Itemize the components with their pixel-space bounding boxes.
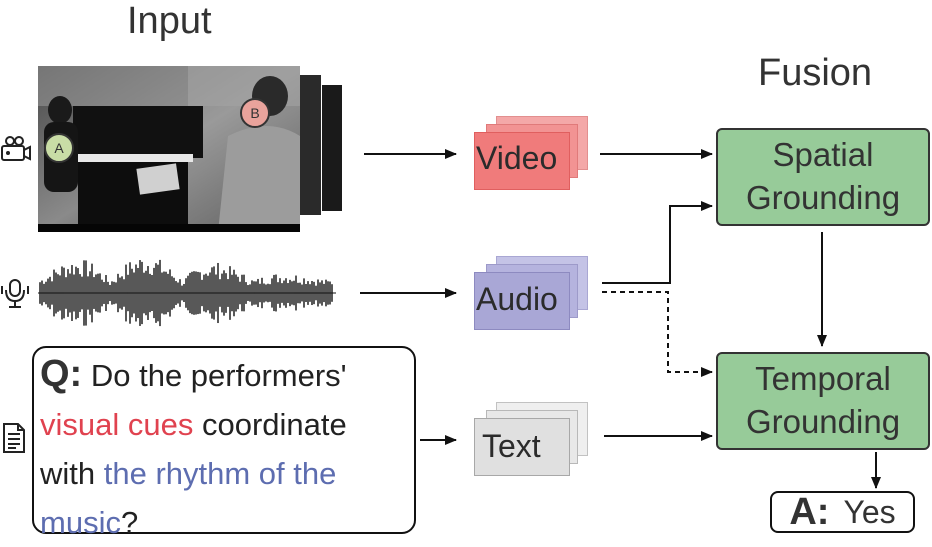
input-heading: Input (127, 0, 212, 42)
microphone-icon (1, 279, 29, 308)
temporal-grounding-box: Temporal Grounding (716, 352, 930, 450)
answer-box: A: Yes (770, 491, 915, 533)
spatial-line2: Grounding (745, 179, 901, 216)
video-frame-front (38, 66, 300, 232)
audio-label: Audio (476, 281, 558, 317)
answer-value: Yes (843, 493, 896, 530)
arrow-audio-to-temporal-dashed (602, 291, 713, 377)
temporal-line1: Temporal (755, 360, 891, 398)
answer-prefix: A: (789, 490, 830, 533)
question-box: Q: Do the performers' visual cues coordi… (32, 346, 416, 540)
question-text-part1: Do the performers' (90, 358, 347, 393)
performer-b-marker: B (240, 98, 270, 128)
spatial-line1: Spatial (772, 136, 874, 174)
audio-card-front (474, 272, 570, 330)
video-label: Video (476, 140, 558, 176)
temporal-line2: Grounding (745, 403, 901, 440)
question-highlight-visual-cues: visual cues (40, 407, 194, 442)
performer-a-marker: A (44, 133, 74, 163)
document-icon (3, 423, 25, 453)
spatial-grounding-box: Spatial Grounding (716, 128, 930, 226)
video-input: A B (38, 66, 343, 232)
question-text-part3: ? (120, 505, 139, 540)
video-camera-icon (1, 136, 31, 161)
question-prefix: Q: (40, 353, 83, 395)
video-card-front (474, 132, 570, 190)
arrow-audio-to-spatial (602, 201, 713, 284)
question-highlight-rhythm: the rhythm of the music (40, 456, 337, 540)
question-text-part2: coordinate with (40, 407, 347, 491)
text-card-front (474, 418, 570, 476)
audio-waveform (38, 259, 336, 327)
fusion-heading: Fusion (758, 52, 873, 94)
text-label: Text (482, 428, 541, 464)
